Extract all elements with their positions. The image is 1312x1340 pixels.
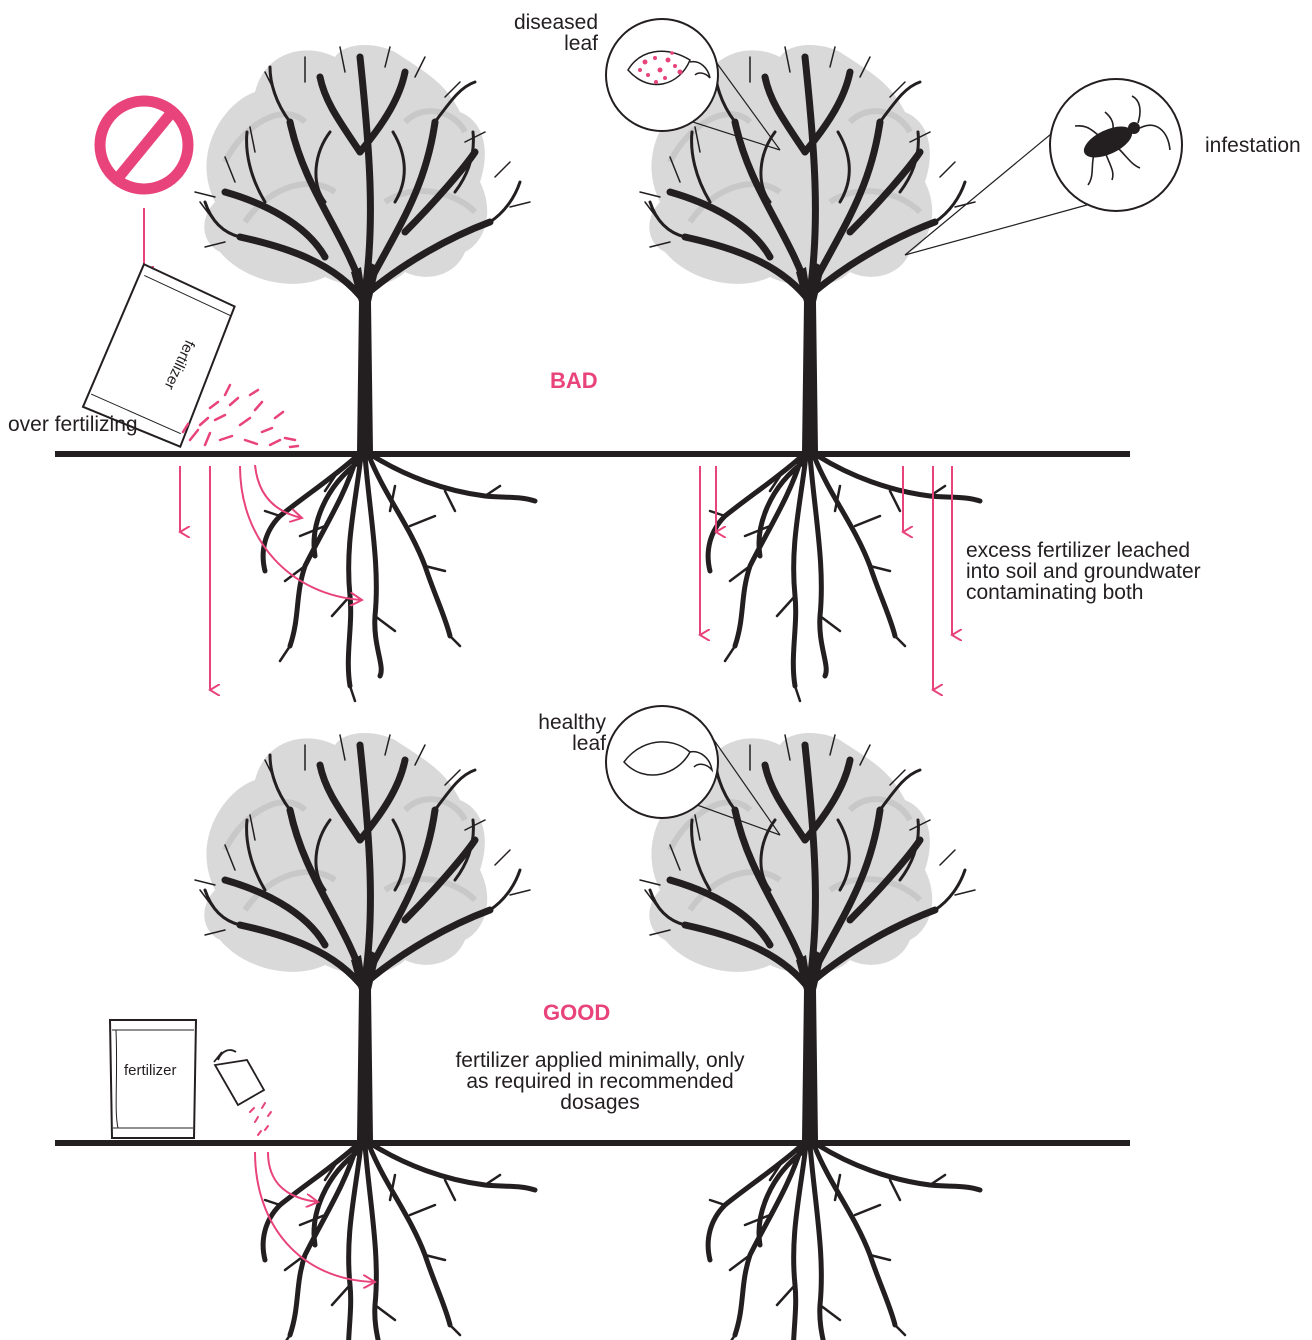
bad-heading: BAD — [550, 368, 598, 393]
callout-line — [904, 199, 1106, 256]
roots-icon — [708, 456, 980, 701]
diseased-leaf-label: diseased leaf — [513, 11, 598, 55]
granules-bad — [181, 383, 300, 449]
no-sign-icon — [94, 95, 194, 195]
curved-arrow-icon — [254, 1151, 375, 1282]
healthy-leaf-icon — [605, 705, 719, 819]
minimal-note: fertilizer applied minimally, only as re… — [455, 1049, 745, 1114]
fertilizer-bag-icon: fertilizer — [108, 1019, 198, 1139]
roots-icon — [708, 1145, 980, 1340]
granules-good — [249, 1102, 272, 1136]
curved-arrow-icon — [254, 464, 302, 518]
good-heading: GOOD — [543, 1000, 611, 1025]
curved-arrow-icon — [239, 465, 362, 600]
over-fertilizing-label: over fertilizing — [8, 413, 138, 436]
leached-note: excess fertilizer leached into soil and … — [966, 539, 1201, 604]
roots-icon — [263, 1145, 535, 1340]
curved-arrow-icon — [267, 1151, 318, 1202]
beetle-icon — [1049, 78, 1183, 212]
healthy-leaf-label: healthy leaf — [538, 711, 606, 755]
scoop-icon — [213, 1049, 266, 1107]
bag-label-good: fertilizer — [124, 1062, 177, 1079]
fertilizer-bag-icon: fertilizer — [81, 262, 236, 448]
diseased-leaf-icon — [605, 18, 719, 132]
tree-icon — [195, 45, 530, 452]
infestation-label: infestation — [1205, 134, 1301, 157]
roots-icon — [263, 456, 535, 701]
